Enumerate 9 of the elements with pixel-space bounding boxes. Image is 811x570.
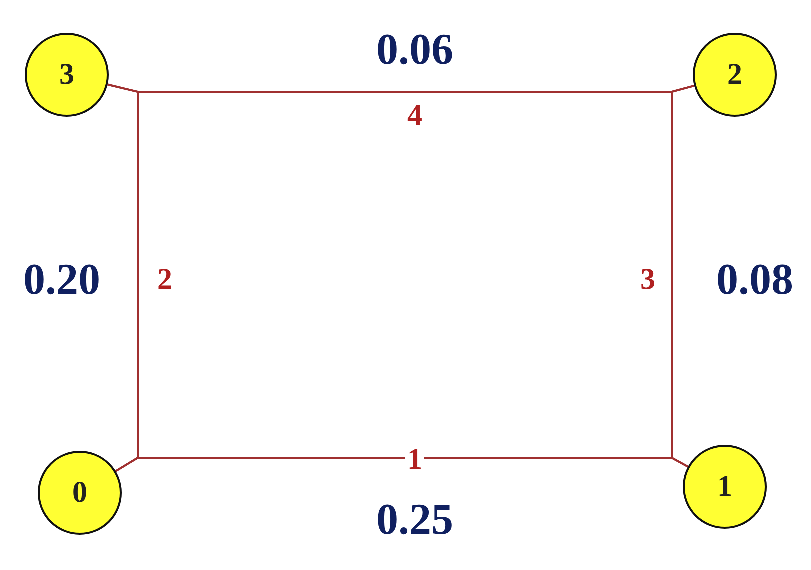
vertex-number: 3 [60,58,74,92]
weight-label: 0.06 [376,28,454,72]
weight-label: 0.08 [716,258,794,302]
vertex-number: 2 [728,58,742,92]
vertex-number: 0 [72,476,88,510]
graph-edge [115,457,689,472]
weight-label: 0.20 [24,258,100,302]
vertex-number: 1 [718,470,732,504]
weight-label: 0.25 [376,498,454,542]
